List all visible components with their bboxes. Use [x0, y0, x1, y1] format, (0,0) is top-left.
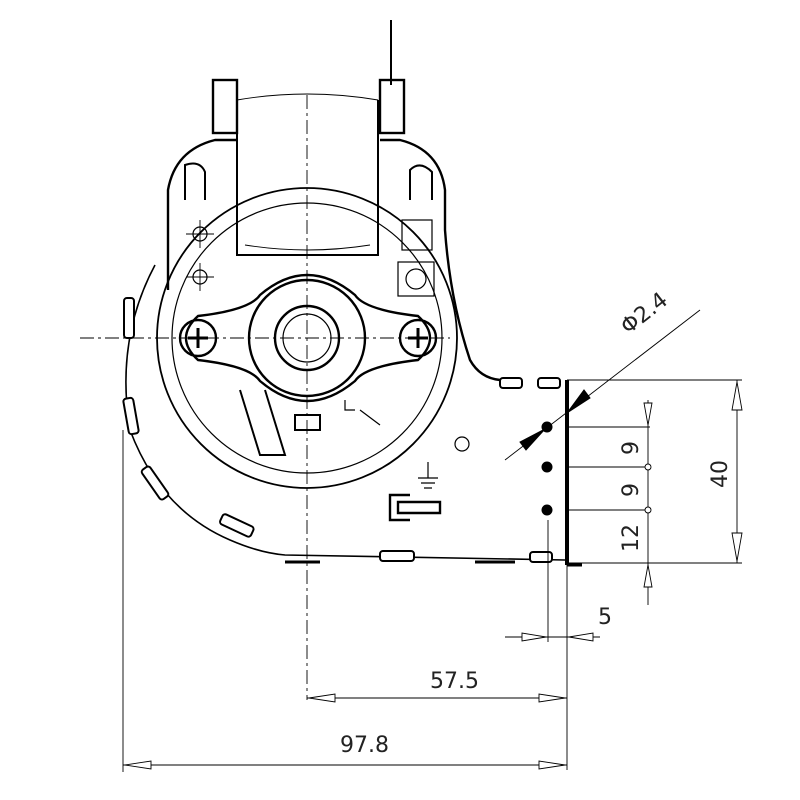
screw-left	[178, 318, 218, 358]
rotor-assembly	[156, 187, 458, 489]
label-overall-width: 97.8	[340, 733, 389, 758]
dimension-lines	[122, 309, 743, 772]
motor-housing	[166, 78, 501, 382]
label-axis-to-flange: 57.5	[430, 669, 479, 694]
label-flange-height: 40	[708, 460, 733, 488]
screw-right	[398, 318, 438, 358]
blower-scroll	[122, 264, 582, 567]
label-hole-spacing-1: 9	[619, 441, 644, 455]
label-hole-spacing-2: 9	[619, 483, 644, 497]
label-hole-offset-bottom: 12	[619, 524, 644, 552]
label-hole-diameter: Φ2.4	[616, 288, 673, 340]
label-hole-inset: 5	[598, 605, 612, 630]
dimension-labels: Φ2.4 9 9 12 40 5 57.5 97.8	[340, 288, 733, 758]
ground-terminal	[388, 462, 442, 522]
centerlines	[80, 95, 450, 700]
